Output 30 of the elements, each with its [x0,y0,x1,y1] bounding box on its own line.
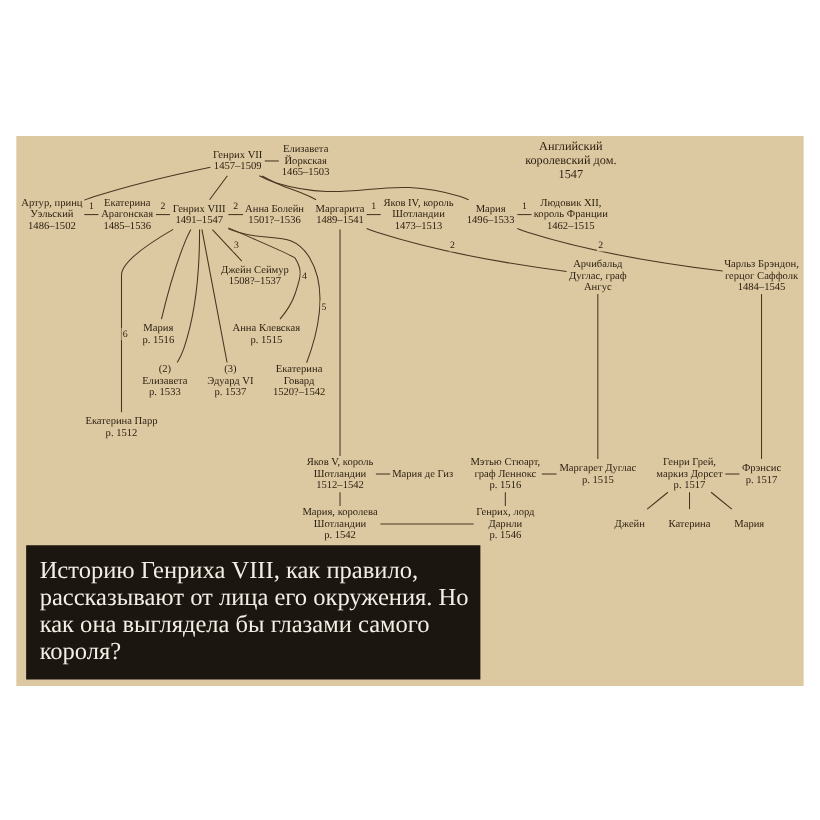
connector [366,226,568,271]
connector [366,213,382,215]
connector [710,490,733,509]
connector [339,227,341,456]
connector [516,227,724,271]
connector [339,490,341,506]
connector [227,213,244,215]
connector [227,227,321,363]
connector [261,174,317,200]
connector [227,226,301,319]
connector [83,213,99,215]
connector [209,174,228,200]
connector [379,522,475,524]
connector [264,159,280,161]
connector [504,490,506,506]
connector [761,292,763,459]
caption: Историю Генриха VIII, как правило, рассказывают от лица его окружения. Но как она выглядела бы глазами самого короля? [39,554,469,664]
connector [597,292,599,459]
connector [160,227,192,319]
connector [541,472,557,474]
connector [646,490,669,509]
connector [258,174,470,200]
connector [375,472,391,474]
connector [176,227,201,362]
connector [201,227,228,362]
connector [83,165,211,200]
connector [516,213,533,215]
connector [724,472,740,474]
connector [155,213,171,215]
connector [688,490,691,509]
